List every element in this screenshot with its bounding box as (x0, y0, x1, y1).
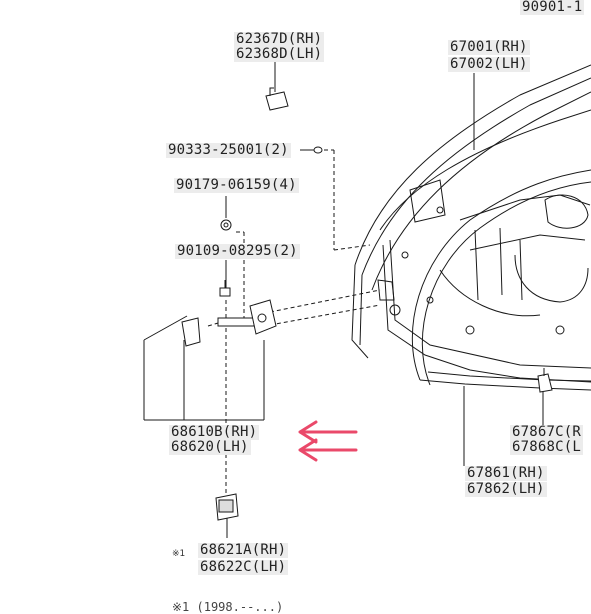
label-checker-lh: 68620(LH) (169, 439, 251, 455)
leader-lines (143, 62, 544, 538)
bolt-90179-icon (220, 219, 232, 231)
footnote-mark: ※1 (172, 549, 186, 559)
footnote-text: ※1 (1998.--...) (172, 600, 284, 614)
label-bolt-90109: 90109-08295(2) (175, 243, 300, 259)
bracket-part-icon (265, 87, 289, 111)
bolt-90333-icon (313, 146, 323, 154)
label-weatherstrip-lh: 67862(LH) (465, 481, 547, 497)
label-bolt-90333: 90333-25001(2) (166, 142, 291, 158)
hinge-part-icon (215, 493, 239, 521)
label-weatherstrip-rh: 67861(RH) (465, 465, 547, 481)
label-clip-lh: 67868C(L (510, 439, 584, 455)
label-clip-rh: 67867C(R (510, 424, 584, 440)
label-hinge-lh: 68622C(LH) (198, 559, 289, 575)
red-arrow-icon (298, 420, 358, 462)
label-bolt-90179: 90179-06159(4) (174, 177, 299, 193)
label-door-panel-rh: 67001(RH) (448, 39, 530, 55)
door-drawing (351, 64, 591, 391)
label-bracket-rh: 62367D(RH) (234, 31, 325, 47)
clip-part-icon (537, 368, 553, 393)
label-door-panel-lh: 67002(LH) (448, 56, 530, 72)
label-hinge-rh: 68621A(RH) (198, 542, 289, 558)
bolt-90109-icon (219, 280, 231, 297)
checker-part-icon (181, 299, 277, 347)
label-top-right-code: 90901-1 (520, 0, 585, 15)
label-bracket-lh: 62368D(LH) (234, 46, 325, 62)
label-checker-rh: 68610B(RH) (169, 424, 260, 440)
